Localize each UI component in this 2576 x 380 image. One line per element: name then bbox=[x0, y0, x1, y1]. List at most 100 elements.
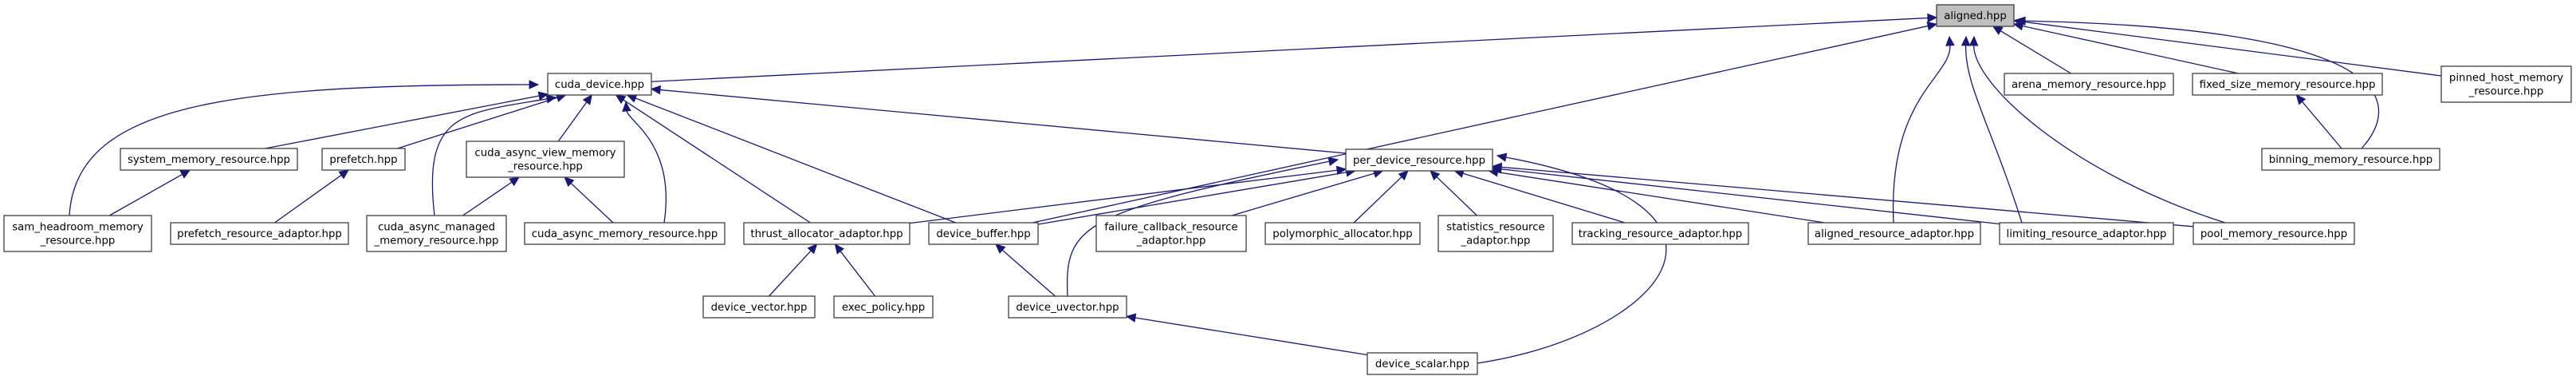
arrowhead-icon bbox=[1398, 170, 1409, 181]
edge-thrust_alloc-to-per_device bbox=[909, 165, 1347, 224]
node-pinned-host[interactable]: pinned_host_memory_resource.hpp bbox=[2440, 65, 2572, 103]
edge-line bbox=[768, 249, 812, 297]
arrowhead-icon bbox=[529, 80, 540, 89]
edge-line bbox=[1892, 44, 1951, 224]
edge-line bbox=[1231, 172, 1375, 216]
node-device-buffer[interactable]: device_buffer.hpp bbox=[928, 222, 1039, 245]
node-box bbox=[1345, 148, 1493, 172]
arrowhead-icon bbox=[1927, 13, 1938, 23]
edge-sam_headroom-to-system_mr bbox=[108, 169, 191, 216]
node-cuda-async-mr[interactable]: cuda_async_memory_resource.hpp bbox=[524, 222, 726, 245]
node-label: polymorphic_allocator.hpp bbox=[1272, 228, 1412, 240]
node-box bbox=[1095, 215, 1247, 252]
edge-limiting-to-aligned bbox=[1961, 35, 2023, 224]
node-limiting[interactable]: limiting_resource_adaptor.hpp bbox=[1999, 222, 2174, 245]
node-tracking[interactable]: tracking_resource_adaptor.hpp bbox=[1571, 222, 1749, 245]
node-label: device_scalar.hpp bbox=[1375, 358, 1469, 370]
node-device-scalar[interactable]: device_scalar.hpp bbox=[1367, 352, 1478, 375]
node-label: limiting_resource_adaptor.hpp bbox=[2007, 228, 2167, 240]
node-aligned-adaptor[interactable]: aligned_resource_adaptor.hpp bbox=[1807, 222, 1981, 245]
node-cuda-async-view[interactable]: cuda_async_view_memory_resource.hpp bbox=[466, 141, 625, 178]
arrowhead-icon bbox=[1992, 26, 2004, 35]
node-box bbox=[547, 73, 652, 96]
arrowhead-icon bbox=[615, 94, 627, 105]
node-prefetch-adaptor[interactable]: prefetch_resource_adaptor.hpp bbox=[170, 222, 349, 245]
node-label: exec_policy.hpp bbox=[842, 302, 925, 314]
edge-device_scalar-to-device_uvector bbox=[1125, 313, 1368, 356]
edge-line bbox=[1500, 166, 2194, 228]
node-label: device_vector.hpp bbox=[711, 302, 808, 314]
arrowhead-icon bbox=[545, 94, 557, 104]
edge-line bbox=[651, 17, 1929, 82]
edge-line bbox=[397, 97, 559, 149]
node-system-mr[interactable]: system_memory_resource.hpp bbox=[120, 148, 298, 171]
edge-line bbox=[274, 174, 343, 224]
arrowhead-icon bbox=[2012, 17, 2024, 26]
node-box bbox=[928, 222, 1039, 245]
edge-line bbox=[626, 109, 667, 224]
node-binning-mr[interactable]: binning_memory_resource.hpp bbox=[2261, 148, 2440, 171]
node-arena-mr[interactable]: arena_memory_resource.hpp bbox=[2004, 73, 2174, 96]
node-label: device_buffer.hpp bbox=[936, 228, 1030, 240]
edge-cuda_async_managed-to-cuda_device bbox=[431, 94, 557, 216]
node-box bbox=[466, 141, 625, 178]
node-failure-cb[interactable]: failure_callback_resource_adaptor.hpp bbox=[1095, 215, 1247, 252]
edge-per_device-to-cuda_device bbox=[650, 85, 1347, 154]
arrowhead-icon bbox=[338, 169, 350, 180]
node-box bbox=[1008, 295, 1127, 319]
arrowhead-icon bbox=[564, 176, 575, 188]
node-fixed-size-mr[interactable]: fixed_size_memory_resource.hpp bbox=[2192, 73, 2383, 96]
node-exec-policy[interactable]: exec_policy.hpp bbox=[833, 295, 934, 319]
arrowhead-icon bbox=[582, 94, 592, 105]
arrowhead-icon bbox=[1961, 35, 1971, 46]
node-label: _resource.hpp bbox=[2468, 86, 2544, 98]
arrowhead-icon bbox=[179, 169, 191, 179]
node-device-uvector[interactable]: device_uvector.hpp bbox=[1008, 295, 1127, 319]
edge-line bbox=[557, 101, 588, 142]
node-pool-mr[interactable]: pool_memory_resource.hpp bbox=[2193, 222, 2355, 245]
node-cuda-async-managed[interactable]: cuda_async_managed_memory_resource.hpp bbox=[366, 215, 507, 252]
arrowhead-icon bbox=[807, 243, 818, 255]
node-per-device[interactable]: per_device_resource.hpp bbox=[1345, 148, 1493, 172]
edge-cuda_async_mr-to-cuda_device bbox=[622, 101, 667, 224]
edge-pinned_host-to-aligned bbox=[2012, 17, 2442, 77]
node-device-vector[interactable]: device_vector.hpp bbox=[702, 295, 816, 319]
node-box bbox=[120, 148, 298, 171]
node-label: cuda_async_memory_resource.hpp bbox=[532, 228, 718, 240]
arrowhead-icon bbox=[1945, 35, 1955, 46]
arrowhead-icon bbox=[1491, 162, 1502, 172]
node-sam-headroom[interactable]: sam_headroom_memory_resource.hpp bbox=[3, 215, 152, 252]
edge-system_mr-to-cuda_device bbox=[265, 91, 549, 149]
node-label: per_device_resource.hpp bbox=[1353, 155, 1485, 167]
node-aligned: aligned.hpp bbox=[1936, 4, 2015, 27]
node-label: _resource.hpp bbox=[40, 236, 116, 247]
arrowhead-icon bbox=[537, 91, 549, 101]
edge-pool_mr-to-aligned bbox=[1968, 35, 2226, 224]
node-cuda-device[interactable]: cuda_device.hpp bbox=[547, 73, 652, 96]
node-prefetch[interactable]: prefetch.hpp bbox=[321, 148, 406, 171]
edge-line bbox=[1973, 44, 2226, 224]
edge-limiting-to-per_device bbox=[1491, 164, 2000, 225]
edge-pool_mr-to-per_device bbox=[1491, 162, 2194, 228]
node-box bbox=[702, 295, 816, 319]
node-label: binning_memory_resource.hpp bbox=[2269, 154, 2432, 166]
arrowhead-icon bbox=[995, 243, 1006, 254]
node-label: device_uvector.hpp bbox=[1016, 302, 1119, 314]
edge-line bbox=[2000, 30, 2071, 74]
node-box bbox=[1264, 222, 1421, 245]
edge-line bbox=[108, 173, 183, 216]
node-polymorphic[interactable]: polymorphic_allocator.hpp bbox=[1264, 222, 1421, 245]
edge-line bbox=[634, 97, 956, 224]
node-label: prefetch.hpp bbox=[329, 154, 397, 166]
node-thrust-alloc[interactable]: thrust_allocator_adaptor.hpp bbox=[743, 222, 910, 245]
arrowhead-icon bbox=[1125, 313, 1137, 323]
edge-line bbox=[1353, 176, 1403, 224]
node-statistics[interactable]: statistics_resource_adaptor.hpp bbox=[1437, 215, 1554, 252]
edge-arena_mr-to-aligned bbox=[1992, 26, 2071, 74]
edge-polymorphic-to-per_device bbox=[1353, 170, 1409, 224]
edge-line bbox=[2023, 20, 2380, 149]
node-box bbox=[366, 215, 507, 252]
edge-sam_headroom-to-cuda_device bbox=[69, 80, 540, 216]
edge-prefetch_adaptor-to-prefetch bbox=[274, 169, 350, 224]
arrowhead-icon bbox=[2295, 94, 2307, 105]
